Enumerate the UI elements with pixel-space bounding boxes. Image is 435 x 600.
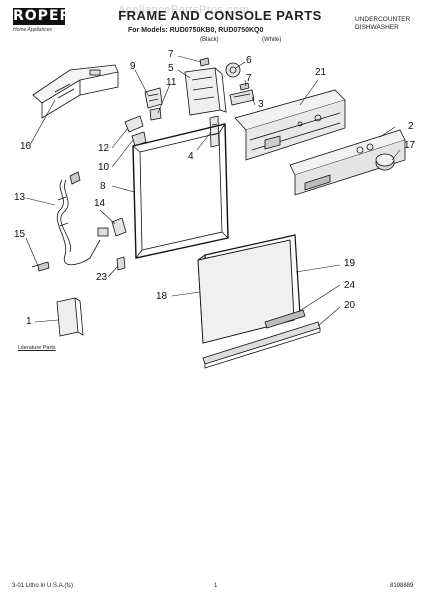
part-9-hinge <box>144 87 163 109</box>
callout-11: 11 <box>166 77 177 88</box>
part-16-bracket <box>32 64 119 119</box>
part-12-hinge <box>124 115 144 133</box>
part-15-screw <box>31 261 50 272</box>
callout-5: 5 <box>168 63 174 74</box>
footer-page-number: 1 <box>214 583 218 589</box>
callout-23: 23 <box>96 272 108 283</box>
watermark: AppliancePartsPros.com <box>118 4 250 16</box>
part-11-clip <box>149 107 162 121</box>
part-20-bottom-trim <box>202 321 321 369</box>
part-6-switch <box>225 62 241 78</box>
callout-6: 6 <box>246 55 252 66</box>
category-line-2: DISHWASHER <box>355 24 399 31</box>
literature-parts-label: Literature Parts <box>18 345 56 351</box>
part-4-strike <box>209 115 220 148</box>
part-7-screw-mid <box>239 82 250 91</box>
callout-10: 10 <box>98 162 110 173</box>
variant-black: (Black) <box>200 37 219 43</box>
part-8-door-frame <box>132 123 229 259</box>
model-subtitle: For Models: RUD0750KB0, RUD0750KQ0 <box>128 27 264 34</box>
callout-18: 18 <box>156 291 168 302</box>
callout-19: 19 <box>344 258 356 269</box>
part-5-latch <box>184 67 227 116</box>
callout-17: 17 <box>404 140 416 151</box>
appliance-category: UNDERCOUNTER DISHWASHER <box>355 16 410 32</box>
part-17-knob <box>375 153 395 171</box>
callout-15: 15 <box>14 229 26 240</box>
part-1-literature <box>56 297 84 337</box>
category-line-1: UNDERCOUNTER <box>355 16 411 23</box>
callout-24: 24 <box>344 280 356 291</box>
footer-print-info: 3-01 Litho In U.S.A.(fs) <box>12 583 74 589</box>
part-10-clip <box>131 131 147 147</box>
part-2-control-panel <box>289 129 406 196</box>
callout-7a: 7 <box>168 49 174 60</box>
page-title: FRAME AND CONSOLE PARTS <box>118 8 322 23</box>
callout-2: 2 <box>408 121 414 132</box>
callout-12: 12 <box>98 143 110 154</box>
callout-1: 1 <box>26 316 32 327</box>
part-7-screw-top <box>199 57 210 67</box>
variant-white: (White) <box>262 37 282 43</box>
part-24-trim <box>264 309 306 329</box>
callout-13: 13 <box>14 192 26 203</box>
callout-20: 20 <box>344 300 356 311</box>
part-18-insulation <box>197 239 295 344</box>
callout-21: 21 <box>315 67 327 78</box>
footer-doc-number: 8198889 <box>390 583 414 589</box>
part-21-console <box>234 89 346 161</box>
callout-14: 14 <box>94 198 106 209</box>
brand-logo: ROPER <box>13 8 72 25</box>
callout-7b: 7 <box>246 73 252 84</box>
callout-3: 3 <box>258 99 264 110</box>
part-23-clip <box>116 256 126 271</box>
callout-16: 16 <box>20 141 32 152</box>
callout-4: 4 <box>188 151 194 162</box>
callout-9: 9 <box>130 61 136 72</box>
brand-tagline: Home Appliances <box>13 27 53 33</box>
part-14-switch <box>111 217 127 237</box>
part-13-wire-harness <box>56 171 109 266</box>
part-3-bracket <box>229 89 255 106</box>
callout-8: 8 <box>100 181 106 192</box>
